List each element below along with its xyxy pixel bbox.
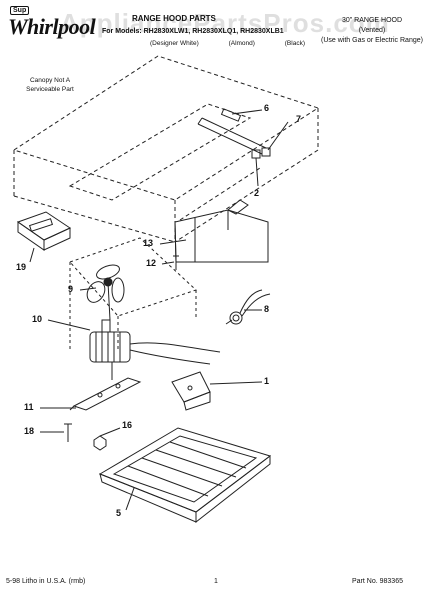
nut-16 — [93, 435, 107, 451]
footer-part-number: Part No. 983365 — [352, 578, 403, 585]
callout-7: 7 — [296, 114, 302, 124]
callout-16: 16 — [122, 420, 133, 430]
product-note: (Use with Gas or Electric Range) — [321, 37, 423, 44]
grease-filter — [98, 427, 272, 524]
screw-18 — [64, 423, 72, 442]
callout-8: 8 — [264, 304, 270, 314]
power-cord — [225, 289, 271, 325]
color-almond: (Almond) — [228, 40, 255, 47]
light-rail — [197, 108, 271, 159]
mount-strip — [69, 377, 142, 411]
footer-print-info: 5-98 Litho in U.S.A. (rmb) — [6, 578, 86, 585]
control-panel — [174, 199, 269, 263]
brand-logo: Whirlpool — [8, 14, 96, 39]
color-designer-white: (Designer White) — [150, 40, 199, 47]
canopy-note: Canopy Not A Serviceable Part — [26, 77, 74, 93]
callout-1: 1 — [264, 376, 270, 386]
product-subtitle: (Vented) — [358, 27, 386, 34]
callout-19: 19 — [16, 262, 27, 272]
color-list: (Designer White) (Almond) (Black) — [150, 40, 333, 47]
switch-bracket — [171, 371, 211, 411]
callout-11: 11 — [24, 402, 34, 412]
callout-18: 18 — [24, 426, 35, 436]
callout-6: 6 — [264, 103, 270, 113]
fan-blade — [86, 264, 125, 321]
product-name: 30" RANGE HOOD — [341, 17, 403, 24]
screw-12 — [173, 255, 179, 270]
callout-10: 10 — [32, 314, 43, 324]
callout-5: 5 — [116, 508, 122, 518]
switch-housing — [16, 211, 72, 251]
fan-motor — [89, 319, 221, 380]
motor-bracket-outline — [69, 237, 197, 352]
page-title: RANGE HOOD PARTS — [132, 14, 216, 23]
color-black: (Black) — [284, 40, 305, 47]
brand-badge: Sup — [10, 6, 30, 15]
callout-2: 2 — [254, 188, 260, 198]
footer-page-number: 1 — [214, 578, 218, 585]
callout-leaders — [29, 109, 289, 511]
model-list: For Models: RH2830XLW1, RH2830XLQ1, RH28… — [102, 28, 284, 35]
product-description: 30" RANGE HOOD (Vented) (Use with Gas or… — [312, 16, 432, 46]
callout-13: 13 — [143, 238, 154, 248]
watermark-text: AppliancePartsPros.com — [60, 8, 390, 38]
callout-9: 9 — [68, 284, 74, 294]
callout-12: 12 — [146, 258, 157, 268]
